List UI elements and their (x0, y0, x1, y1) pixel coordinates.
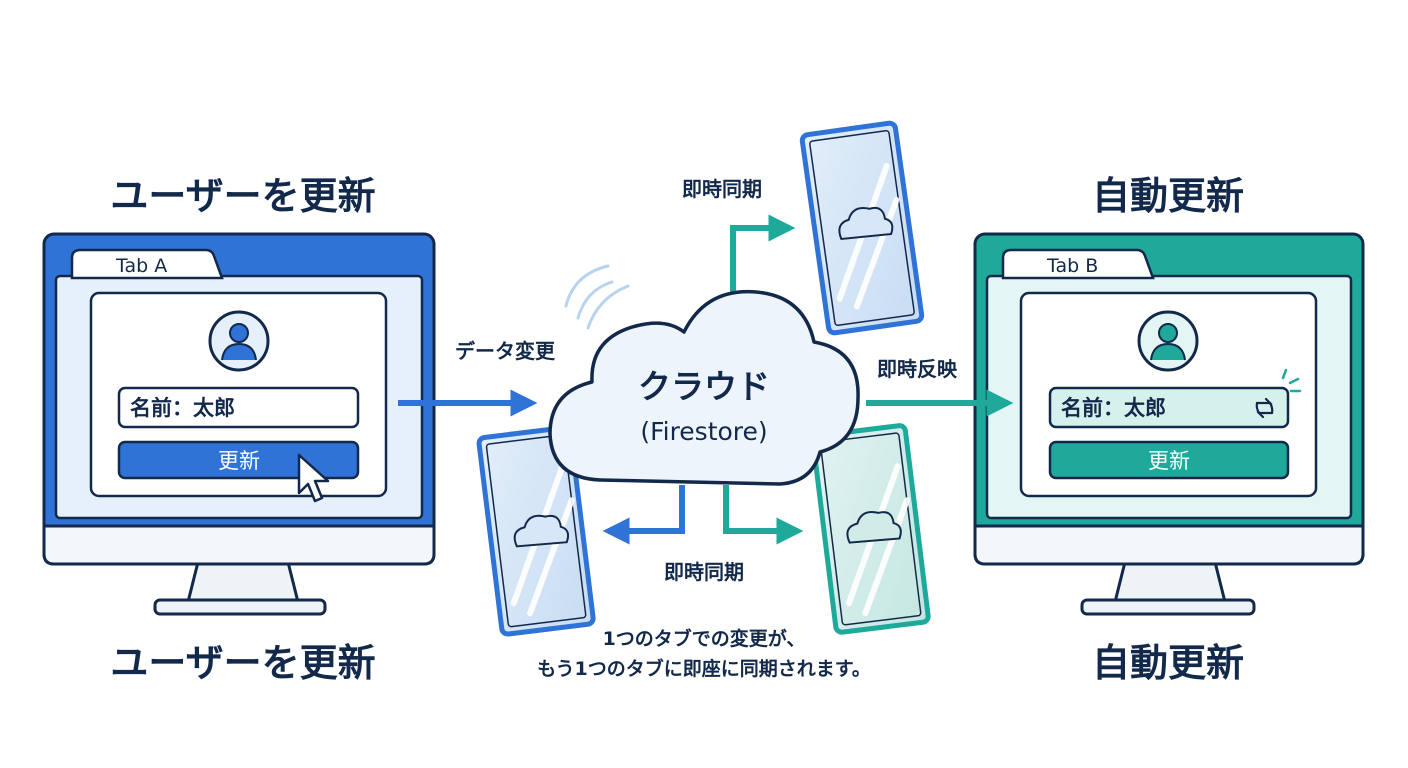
left-name-field-text: 名前：太郎 (130, 396, 235, 420)
right-update-button[interactable] (1048, 440, 1290, 480)
sparkle-icon (1281, 368, 1302, 393)
left-panel: ユーザーを更新 Tab A 名前：太郎 (42, 174, 436, 685)
cloud-icon (548, 289, 860, 486)
cloud-title: クラウド (638, 367, 770, 406)
right-panel: 自動更新 Tab B 名前：太郎 (973, 174, 1365, 685)
label-sync-top: 即時同期 (682, 177, 762, 201)
label-sync-bottom: 即時同期 (664, 560, 744, 584)
user-avatar-icon (1137, 310, 1199, 372)
caption-line-1: 1つのタブでの変更が、 (603, 627, 806, 650)
right-monitor: Tab B 名前：太郎 (973, 232, 1365, 616)
left-heading-top: ユーザーを更新 (110, 174, 375, 218)
arrow-sync-bottom-left (602, 485, 685, 545)
right-heading-bottom: 自動更新 (1092, 641, 1244, 685)
arrow-sync-top (730, 214, 796, 292)
label-instant-reflect: 即時反映 (877, 357, 958, 381)
sync-icon (1255, 397, 1274, 419)
mouse-cursor-icon (297, 453, 330, 503)
left-monitor: Tab A 名前：太郎 更新 (42, 232, 436, 616)
left-heading-bottom: ユーザーを更新 (110, 641, 375, 685)
left-update-button-label: 更新 (218, 449, 260, 473)
cloud-subtitle: (Firestore) (640, 417, 767, 446)
left-name-field[interactable] (117, 386, 360, 429)
left-tab-label[interactable]: Tab A (115, 255, 167, 277)
caption-line-2: もう1つのタブに即座に同期されます。 (537, 657, 871, 680)
device-panel-top (799, 120, 925, 336)
device-panel-right (810, 423, 931, 635)
right-name-field-text: 名前：太郎 (1061, 396, 1166, 420)
right-update-button-label: 更新 (1148, 449, 1190, 473)
right-name-field[interactable] (1048, 386, 1290, 429)
right-heading-top: 自動更新 (1092, 174, 1244, 218)
wifi-signal-icon (564, 264, 630, 330)
user-avatar-icon (208, 310, 270, 372)
label-data-change: データ変更 (455, 339, 556, 363)
center-sync: クラウド (Firestore) データ変更 即時反映 即時同期 即時同期 1つ… (398, 120, 1014, 680)
device-panel-left (476, 425, 596, 637)
right-tab-label[interactable]: Tab B (1046, 255, 1098, 277)
arrow-sync-bottom-right (723, 485, 804, 545)
